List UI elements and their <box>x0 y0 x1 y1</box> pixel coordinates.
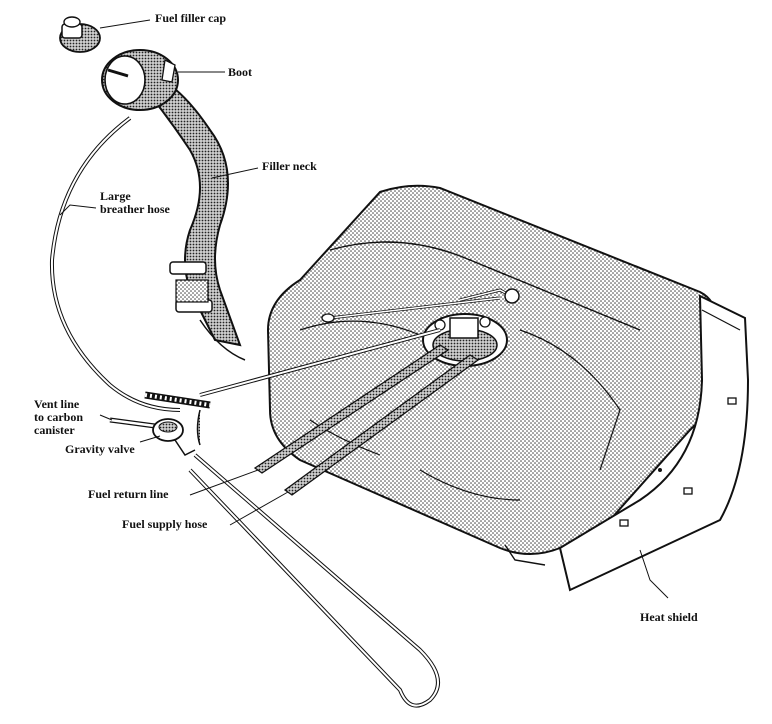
fuel-filler-cap <box>59 16 101 53</box>
label-gravity-valve: Gravity valve <box>65 442 135 456</box>
heat-shield <box>558 294 750 592</box>
label-vent-line-line3: canister <box>34 423 75 437</box>
return-and-supply-hoses <box>253 344 480 496</box>
leader-lines <box>59 19 669 599</box>
label-large-breather-hose-line2: breather hose <box>100 202 170 216</box>
vent-pipe-loop <box>188 453 440 708</box>
filler-neck <box>148 83 246 361</box>
label-large-breather-hose-line1: Large <box>100 189 131 203</box>
fuel-lines <box>199 288 520 397</box>
label-vent-line-line2: to carbon <box>34 410 83 424</box>
label-filler-neck: Filler neck <box>262 159 317 173</box>
label-heat-shield: Heat shield <box>640 610 698 624</box>
label-fuel-filler-cap: Fuel filler cap <box>155 11 227 25</box>
label-boot: Boot <box>228 65 252 79</box>
large-breather-hose <box>49 116 211 412</box>
boot <box>101 49 179 111</box>
vent-line-and-gravity-valve <box>109 409 201 456</box>
label-fuel-return-line: Fuel return line <box>88 487 169 501</box>
label-fuel-supply-hose: Fuel supply hose <box>122 517 208 531</box>
label-vent-line-line1: Vent line <box>34 397 80 411</box>
